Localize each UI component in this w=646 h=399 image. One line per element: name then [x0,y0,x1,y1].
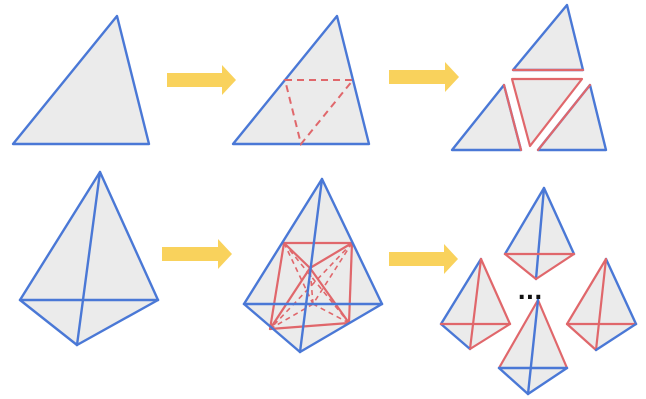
triangle-with-midpoint-subdivision [231,14,371,147]
sub-tetrahedron-right [565,257,638,352]
arrow-row1-step1 [167,65,236,95]
arrow-row2-step1 [162,239,232,269]
tetrahedron-with-subdivision [242,177,384,354]
arrow-row1-step2 [389,62,459,92]
subtriangle-left [450,83,523,152]
sub-tetrahedra: ... [439,186,638,396]
ellipsis-text: ... [517,280,542,305]
arrow-row2-step2 [389,244,458,274]
four-subtriangles [450,3,608,152]
original-triangle [11,14,151,146]
sub-tetrahedron-left [439,257,512,351]
tetrahedron-edges [242,177,384,354]
subtriangle-middle [510,77,584,148]
subtriangle-right [536,83,608,152]
original-tetrahedron [18,170,160,347]
sub-tetrahedron-top [503,186,576,281]
subtriangle-top [511,3,585,72]
sub-tetrahedron-bottom [497,298,569,396]
